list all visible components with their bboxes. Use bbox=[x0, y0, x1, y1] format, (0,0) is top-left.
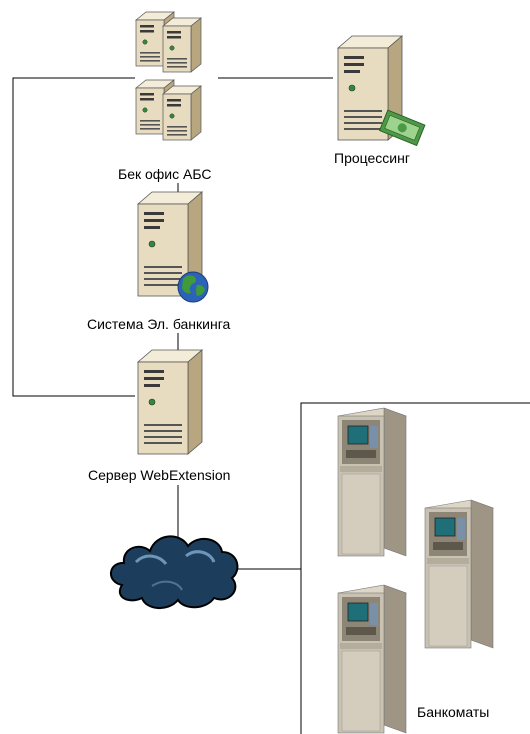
cloud-icon bbox=[110, 535, 239, 609]
server-cluster-icon bbox=[135, 11, 202, 141]
server-globe-icon bbox=[137, 191, 209, 303]
webextension-server-label: Сервер WebExtension bbox=[88, 467, 231, 483]
link-backoffice-webext-loop bbox=[12, 77, 135, 397]
processing-label: Процессинг bbox=[334, 150, 410, 166]
server-icon bbox=[137, 349, 203, 455]
atm-icon bbox=[337, 407, 494, 734]
connection-lines bbox=[12, 77, 333, 570]
atms-label: Банкоматы bbox=[417, 704, 490, 720]
ebanking-label: Система Эл. банкинга bbox=[87, 316, 231, 332]
backoffice-label: Бек офис АБС bbox=[118, 166, 212, 182]
server-money-icon bbox=[337, 35, 426, 147]
atm-group-frame bbox=[300, 402, 530, 734]
